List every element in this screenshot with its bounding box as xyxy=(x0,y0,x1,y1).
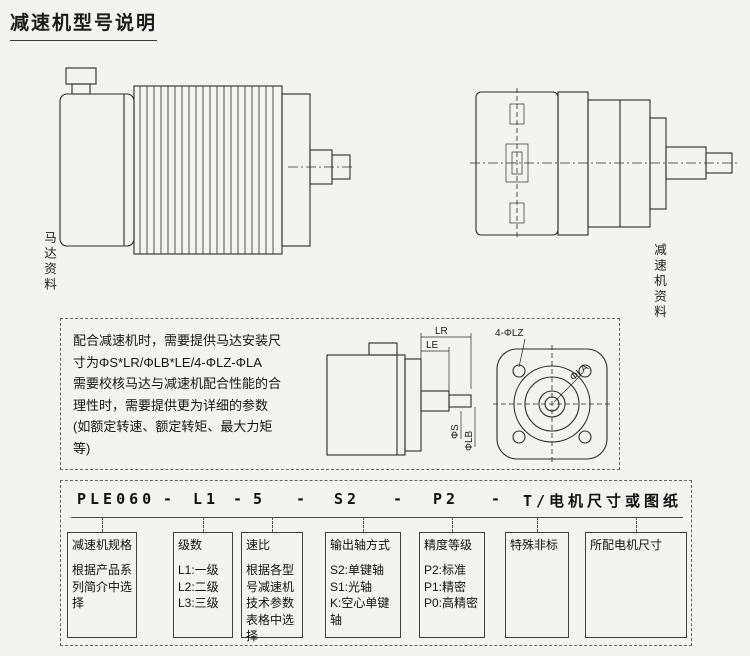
column-box-output-shaft: 输出轴方式 S2:单键轴 S1:光轴 K:空心单键 轴 xyxy=(325,532,401,638)
gearbox-flange xyxy=(475,88,559,239)
gearbox-drawing xyxy=(470,88,738,239)
flange-outline xyxy=(493,345,611,463)
motor-fin-body xyxy=(133,85,283,255)
page-title: 减速机型号说明 xyxy=(10,8,158,41)
dim-lz-label: 4-ΦLZ xyxy=(495,328,524,339)
column-body: 根据产品系 列简介中选 择 xyxy=(72,563,133,610)
gearbox-front-section xyxy=(281,93,311,247)
column-box-motor-size: 所配电机尺寸 xyxy=(585,532,687,638)
code-stages: L1 xyxy=(193,490,220,508)
code-dash: - xyxy=(233,490,247,508)
column-box-special: 特殊非标 xyxy=(505,532,569,638)
column-title: 输出轴方式 xyxy=(330,538,391,552)
output-shaft xyxy=(288,149,352,185)
code-motor-size: T/电机尺寸或图纸 xyxy=(523,492,683,510)
code-ratio: 5 xyxy=(253,490,267,508)
column-body: S2:单键轴 S1:光轴 K:空心单键 轴 xyxy=(330,563,390,627)
model-code-box: PLE060 - L1 - 5 - S2 - P2 - T/电机尺寸或图纸 减速… xyxy=(60,480,692,646)
column-body: L1:一级 L2:二级 L3:三级 xyxy=(178,563,219,610)
code-dash: - xyxy=(393,490,407,508)
code-dash: - xyxy=(296,490,310,508)
connector-line xyxy=(636,517,637,532)
dimension-lines xyxy=(420,333,472,391)
dim-le-label: LE xyxy=(426,340,439,351)
small-motor-body xyxy=(326,342,422,456)
motor-connector xyxy=(65,67,97,95)
column-body: 根据各型 号减速机 技术参数 表格中选 择 xyxy=(246,563,295,643)
column-box-ratio: 速比 根据各型 号减速机 技术参数 表格中选 择 xyxy=(241,532,303,643)
mounting-note-text: 配合减速机时，需要提供马达安装尺 寸为ΦS*LR/ΦLB*LE/4-ΦLZ-ΦL… xyxy=(73,333,282,456)
code-underline xyxy=(71,517,683,518)
flange-bolt-holes xyxy=(512,364,592,444)
column-box-stages: 级数 L1:一级 L2:二级 L3:三级 xyxy=(173,532,233,638)
code-output-shaft: S2 xyxy=(334,490,361,508)
column-title: 精度等级 xyxy=(424,538,473,552)
dim-lb-label: ΦLB xyxy=(464,430,475,451)
motor-rear-housing xyxy=(59,93,135,247)
connector-line xyxy=(203,517,204,532)
column-title: 级数 xyxy=(178,538,203,552)
code-series: PLE060 xyxy=(77,490,156,508)
column-title: 减速机规格 xyxy=(72,538,133,552)
code-dash: - xyxy=(491,490,505,508)
column-body: P2:标准 P1:精密 P0:高精密 xyxy=(424,563,479,610)
column-title: 所配电机尺寸 xyxy=(590,538,663,552)
column-title: 特殊非标 xyxy=(510,538,559,552)
connector-line xyxy=(537,517,538,532)
column-box-precision: 精度等级 P2:标准 P1:精密 P0:高精密 xyxy=(419,532,485,638)
column-title: 速比 xyxy=(246,538,271,552)
gearbox-output-shaft xyxy=(470,146,738,180)
motor-assembly-drawing xyxy=(59,67,352,255)
dim-s-label: ΦS xyxy=(450,424,461,439)
motor-dimension-side-view: LR LE ΦS ΦLB xyxy=(326,326,476,456)
flange-front-view: 4-ΦLZ ΦLA xyxy=(493,328,611,463)
connector-line xyxy=(272,517,273,532)
column-box-reducer-spec: 减速机规格 根据产品系 列简介中选 择 xyxy=(67,532,137,638)
connector-line xyxy=(102,517,103,532)
small-motor-shaft xyxy=(420,390,476,447)
motor-data-label: 马达资料 xyxy=(42,231,56,293)
flange-circles xyxy=(513,365,591,443)
dim-lr-label: LR xyxy=(435,326,448,337)
gearbox-data-label: 减速机资料 xyxy=(652,243,666,321)
code-dash: - xyxy=(163,490,177,508)
connector-line xyxy=(452,517,453,532)
gearbox-body xyxy=(557,91,667,236)
connector-line xyxy=(363,517,364,532)
mounting-note-box: 配合减速机时，需要提供马达安装尺 寸为ΦS*LR/ΦLB*LE/4-ΦLZ-ΦL… xyxy=(60,318,620,470)
code-precision: P2 xyxy=(433,490,460,508)
